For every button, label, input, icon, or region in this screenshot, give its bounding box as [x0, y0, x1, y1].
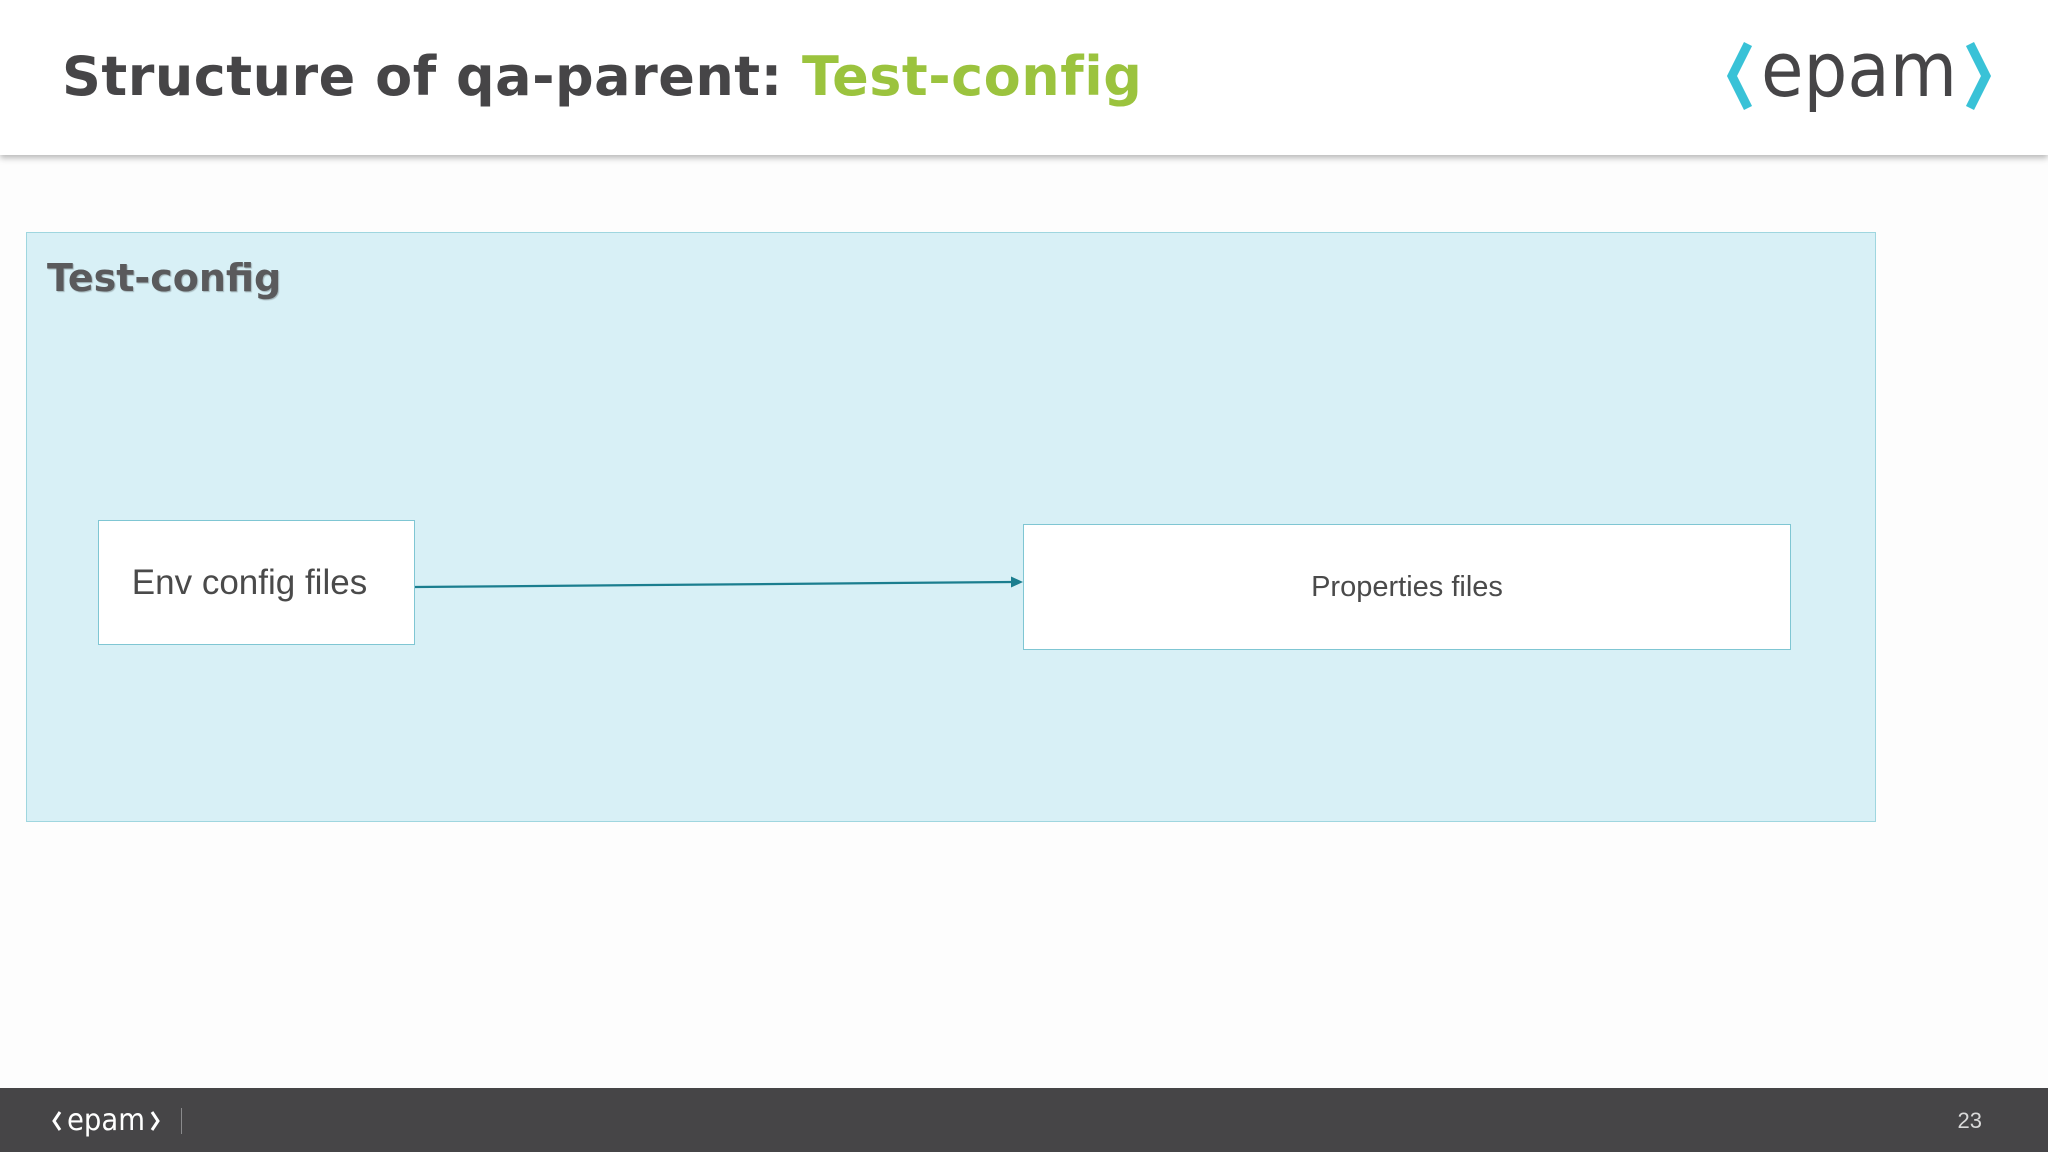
footer-logo-text: epam — [67, 1103, 145, 1138]
page-number: 23 — [1957, 1108, 1982, 1133]
slide-title-highlight: Test-config — [802, 45, 1143, 108]
slide-title: Structure of qa-parent: Test-config — [62, 44, 1142, 110]
slide-title-prefix: Structure of qa-parent: — [62, 45, 802, 108]
footer-divider — [181, 1108, 182, 1134]
env-config-files-label: Env config files — [131, 562, 368, 602]
env-config-files-box: Env config files — [98, 520, 415, 645]
epam-logo: epam — [1726, 26, 1992, 114]
properties-files-box: Properties files — [1023, 524, 1791, 650]
properties-files-label: Properties files — [1311, 570, 1503, 603]
slide-header: Structure of qa-parent: Test-config epam — [0, 0, 2048, 155]
epam-logo-text: epam — [1761, 26, 1957, 114]
container-label: Test-config — [47, 256, 282, 300]
footer-epam-logo: epam — [52, 1103, 160, 1138]
slide-footer: epam 23 — [0, 1088, 2048, 1152]
